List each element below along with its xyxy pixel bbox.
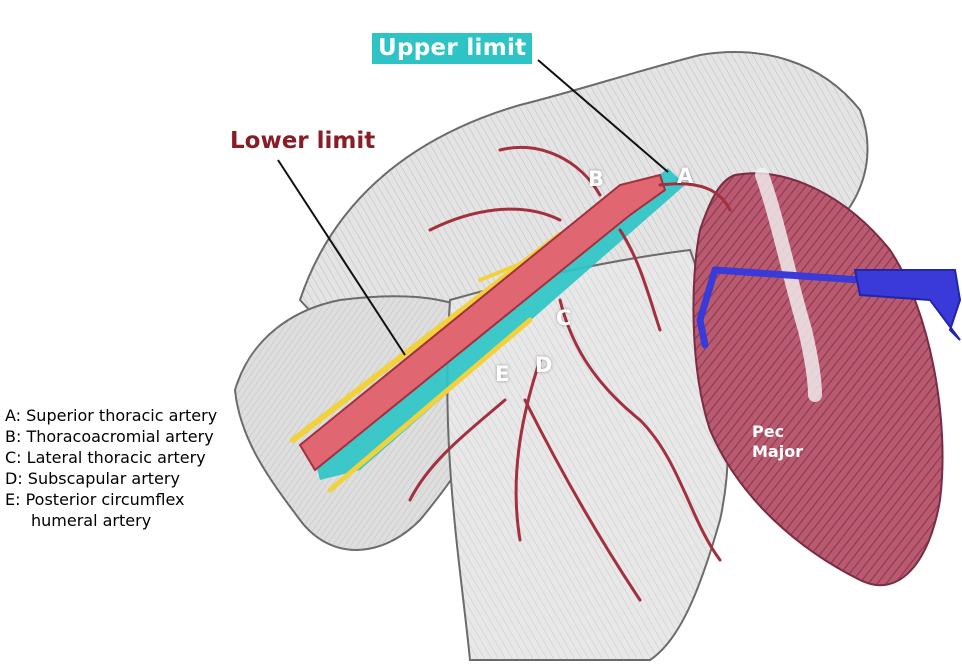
retractor-hook [696,266,864,349]
branch-label-a: A [677,164,694,188]
upper-limit-label: Upper limit [372,33,533,64]
pec-label-line-2: Major [752,442,804,461]
legend-item-d: D: Subscapular artery [5,469,180,488]
legend-item-e: E: Posterior circumflex [5,490,185,509]
branch-label-d: D [535,353,553,377]
chest-wall-hatching [447,250,729,660]
branch-label-e: E [495,362,510,386]
nerve-lower [327,317,533,493]
pec-label-line-1: Pec [752,422,785,441]
legend: A: Superior thoracic artery B: Thoracoac… [5,405,217,531]
legend-item-a: A: Superior thoracic artery [5,406,218,425]
legend-item-c: C: Lateral thoracic artery [5,448,206,467]
upper-limit-pointer [537,59,669,173]
axillary-artery [298,173,667,472]
branch-label-c: C [556,306,572,330]
branch-label-b: B [588,167,605,191]
pec-major-label: Pec Major [752,422,803,462]
lower-limit-label: Lower limit [230,128,376,154]
legend-item-e-continued: humeral artery [31,511,152,530]
lower-limit-pointer [277,159,406,356]
nerve-branch [478,258,532,282]
legend-item-b: B: Thoracoacromial artery [5,427,214,446]
retractor-handle [853,269,962,341]
pec-tendon-edge [755,168,822,402]
arterial-branches [408,145,732,602]
deltoid-hatching [300,52,868,354]
